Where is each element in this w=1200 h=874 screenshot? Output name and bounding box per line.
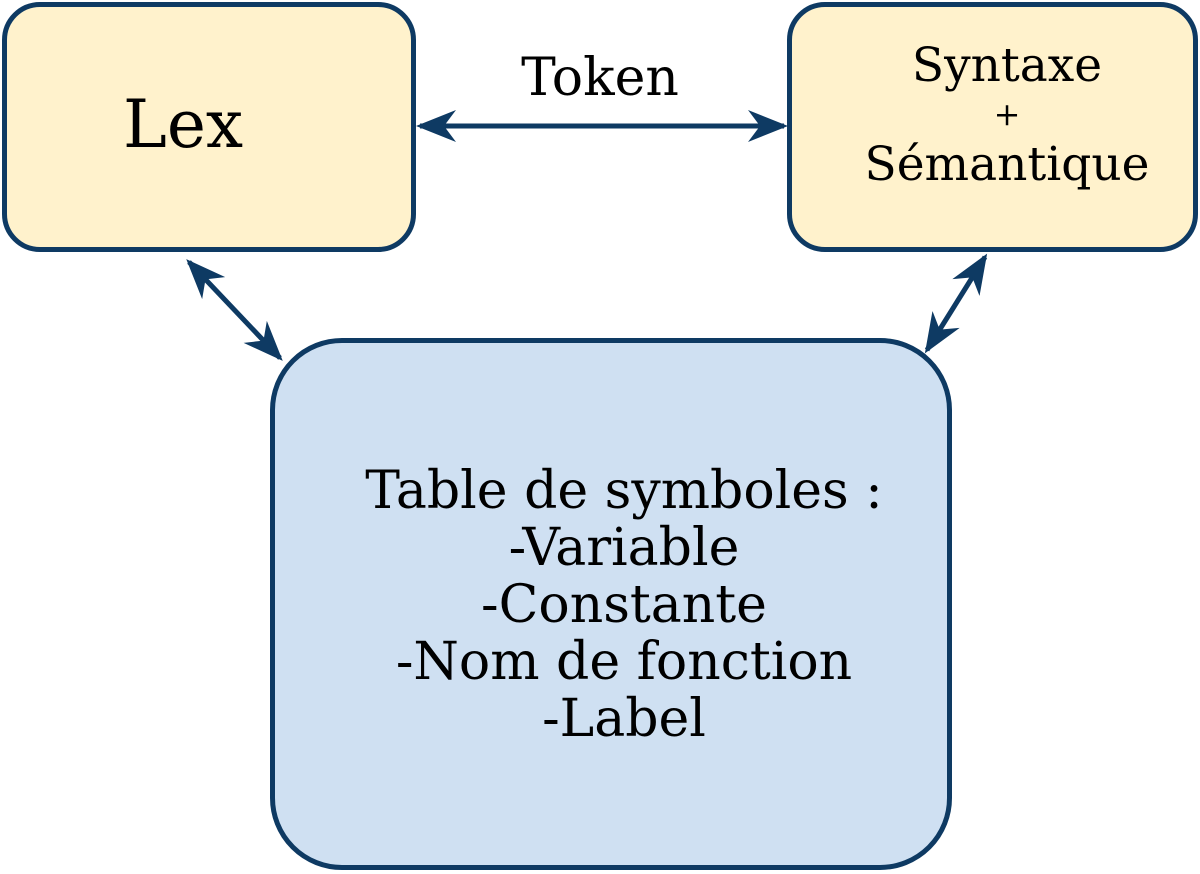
token-edge-label: Token (521, 48, 679, 108)
semantics-label: Sémantique (864, 137, 1150, 192)
lex-label: Lex (123, 86, 244, 163)
symbol-table-item: -Variable (508, 518, 740, 578)
symbol-table-item: -Label (542, 689, 706, 749)
symbol-table-item: -Constante (481, 575, 767, 635)
symbol-table-item: -Nom de fonction (395, 632, 853, 692)
syntax-semantics-node (787, 2, 1198, 252)
syntax-label: Syntaxe (911, 38, 1103, 93)
syntax-table-arrow (924, 253, 988, 354)
syntax-plus-label: + (993, 95, 1021, 133)
lex-node (2, 2, 416, 252)
symbol-table-node (270, 338, 952, 870)
symbol-table-title: Table de symboles : (365, 461, 883, 521)
symbol-table-text: Table de symboles : -Variable -Constante… (365, 463, 883, 748)
lex-table-arrow (186, 259, 283, 361)
